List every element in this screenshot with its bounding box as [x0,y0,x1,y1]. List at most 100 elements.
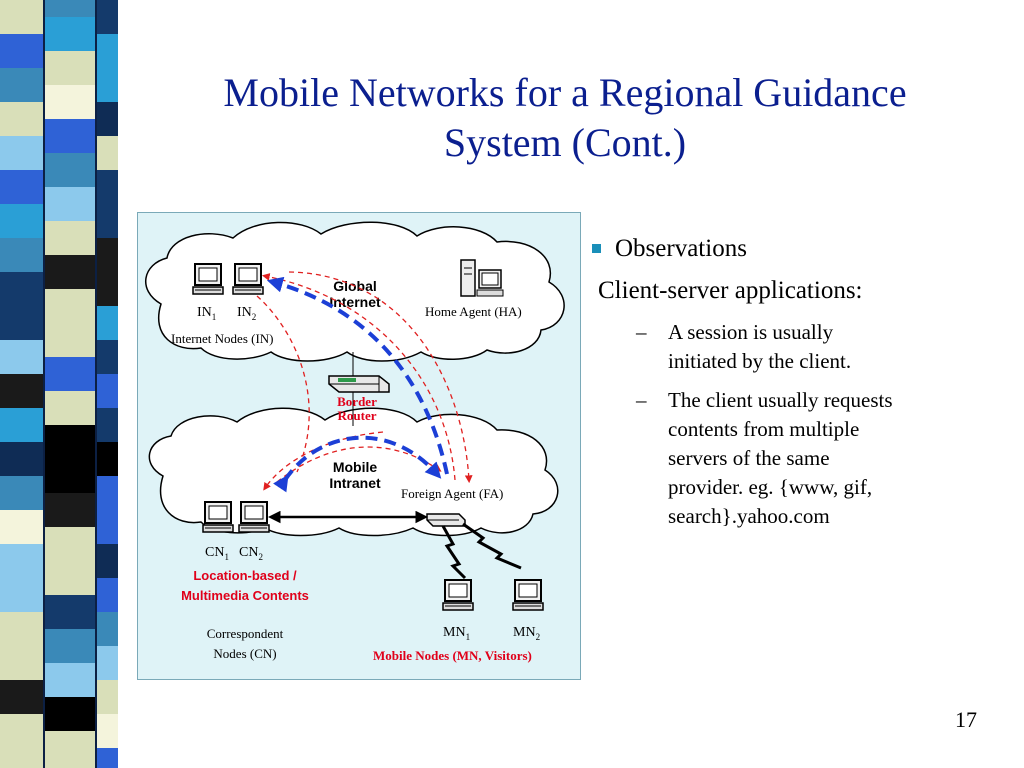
stripe-cell [44,323,96,357]
mobile-nodes-label: Mobile Nodes (MN, Visitors) [373,648,532,663]
stripe-cell [0,34,44,68]
bullet-observations: Observations [588,232,1008,266]
stripe-cell [96,68,118,102]
stripe-cell [44,357,96,391]
square-bullet-icon [592,244,601,253]
mobile-intranet-label-2: Intranet [329,475,381,491]
dash-bullet-icon: – [636,320,647,344]
border-router-label-2: Router [338,408,377,423]
title-line-2: System (Cont.) [443,120,687,165]
stripe-cell [0,408,44,442]
stripe-cell [44,459,96,493]
stripe-cell [0,646,44,680]
stripe-cell [96,136,118,170]
stripe-cell [96,272,118,306]
global-internet-cloud [144,221,565,362]
stripe-cell [44,663,96,697]
mobile-network-diagram: IN1 IN2 Internet Nodes (IN) Global Inter… [137,212,581,680]
red-path-to-cn [263,431,384,491]
in2-computer-icon [232,263,264,295]
stripe-cell [0,306,44,340]
client-server-heading: Client-server applications: [598,277,863,304]
dash-bullet-icon: – [636,388,647,412]
border-router-label-1: Border [337,394,377,409]
stripe-cell [44,629,96,663]
stripe-cell [0,136,44,170]
observations-heading: Observations [615,235,747,262]
stripe-cell [44,17,96,51]
slide-number: 17 [955,707,977,732]
stripe-cell [0,612,44,646]
stripe-cell [0,204,44,238]
global-internet-label-2: Internet [329,294,381,310]
stripe-cell [96,238,118,272]
stripe-cell [0,170,44,204]
stripe-cell [44,697,96,731]
stripe-cell [0,238,44,272]
home-agent-computer-icon [460,259,504,297]
page-title: Mobile Networks for a Regional Guidance … [150,68,980,168]
stripe-cell [44,289,96,323]
wireless-link-mn1 [441,525,467,580]
stripe-cell [0,748,44,768]
cn1-computer-icon [202,501,234,533]
cn2-computer-icon [238,501,270,533]
bullet-item: – The client usually requests contents f… [636,386,966,531]
stripe-cell [96,544,118,578]
stripe-cell [44,595,96,629]
stripe-cell [44,255,96,289]
stripe-cell [44,119,96,153]
stripe-cell [96,306,118,340]
stripe-cell [96,374,118,408]
correspondent-label-2: Nodes (CN) [213,646,276,661]
stripe-cell [96,612,118,646]
stripe-cell [96,442,118,476]
stripe-cell [96,408,118,442]
blue-path-cn-to-fa [273,435,442,493]
bullet-text-line: servers of the same [668,446,830,470]
stripe-cell [44,425,96,459]
stripe-cell [96,578,118,612]
in2-label: IN2 [237,305,256,322]
bullet-item: – A session is usually initiated by the … [636,318,966,376]
cn1-label: CN1 [205,545,229,562]
content-label-1: Location-based / [193,568,297,583]
stripe-cell [96,646,118,680]
stripe-cell [0,272,44,306]
stripe-cell [44,561,96,595]
mobile-intranet-label-1: Mobile [333,459,378,475]
stripe-cell [0,476,44,510]
stripe-cell [0,0,44,34]
border-router-icon [328,375,390,393]
stripe-cell [44,731,96,765]
stripe-cell [0,714,44,748]
stripe-cell [44,187,96,221]
cn2-label: CN2 [239,545,263,562]
stripe-cell [96,170,118,204]
foreign-agent-label: Foreign Agent (FA) [401,486,503,501]
bullet-text-line: contents from multiple [668,417,860,441]
stripe-cell [0,442,44,476]
stripe-cell [44,85,96,119]
stripe-cell [96,476,118,510]
stripe-cell [0,510,44,544]
stripe-cell [96,204,118,238]
stripe-cell [96,680,118,714]
stripe-cell [44,391,96,425]
title-line-1: Mobile Networks for a Regional Guidance [223,70,907,115]
mn1-label: MN1 [443,625,470,642]
internet-nodes-label: Internet Nodes (IN) [171,331,274,346]
observations-list: Observations Client-server applications:… [588,232,1008,531]
stripe-cell [96,102,118,136]
red-path-in-down [256,295,310,473]
stripe-cell [0,374,44,408]
red-path-fa-to-in [261,273,456,481]
stripe-cell [0,68,44,102]
bullet-text-line: The client usually requests [668,388,893,412]
red-path-ha-to-fa [288,271,473,484]
stripe-cell [96,714,118,748]
stripe-cell [96,340,118,374]
wireless-link-mn2 [462,522,522,570]
in1-computer-icon [192,263,224,295]
bullet-text-line: provider. eg. {www, gif, [668,475,873,499]
